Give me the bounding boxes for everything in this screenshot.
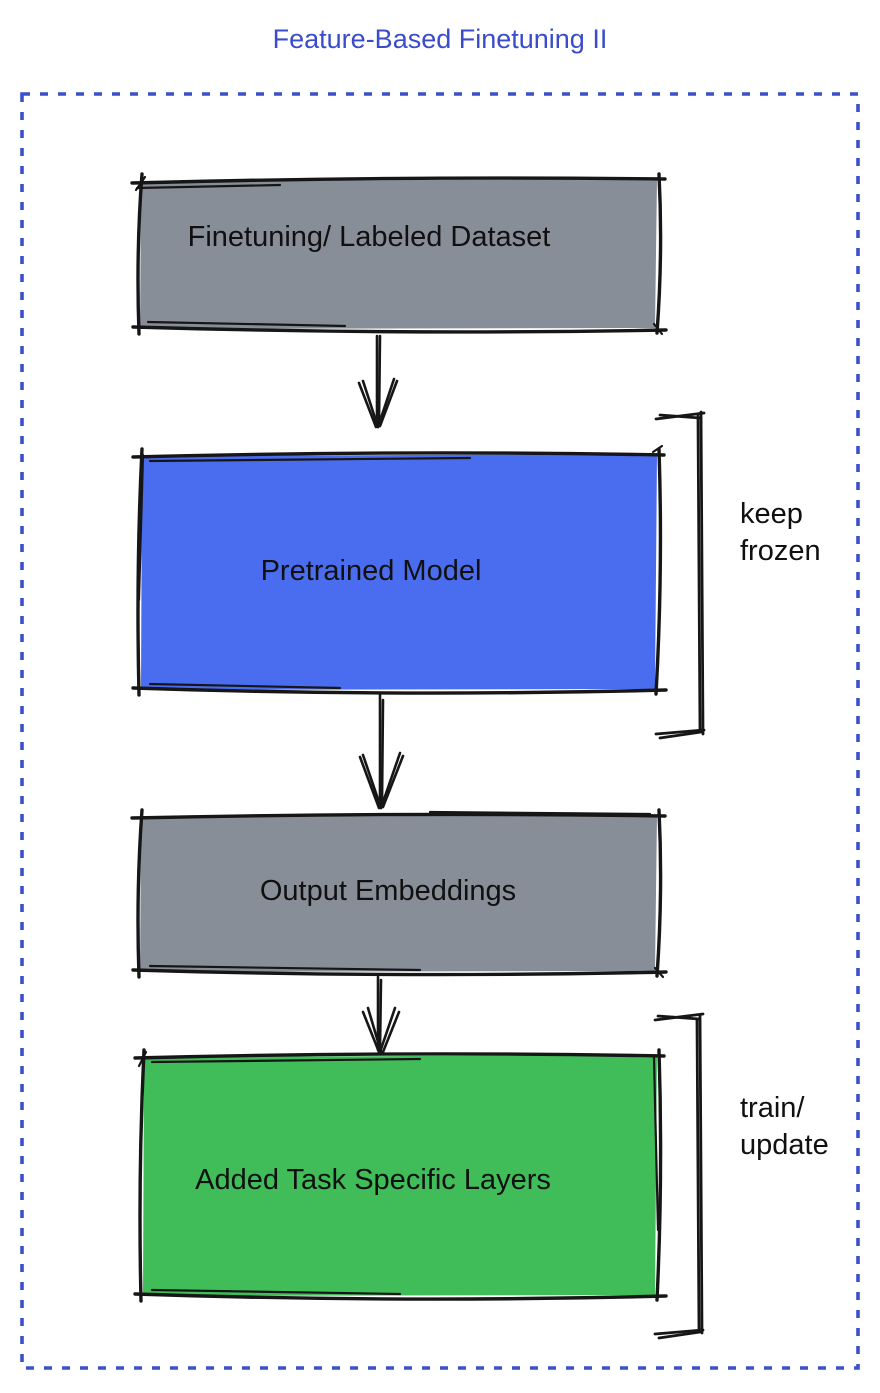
arrow-pretrained-to-embeddings	[358, 693, 405, 810]
dashed-frame	[20, 92, 860, 1370]
node-finetuning-dataset	[130, 172, 668, 336]
annotation-keep-frozen: keep frozen	[740, 498, 821, 567]
arrow-dataset-to-pretrained	[357, 334, 399, 429]
diagram-title: Feature-Based Finetuning II	[272, 24, 608, 54]
annotation-train-update: train/ update	[740, 1092, 829, 1161]
node-output-embeddings	[130, 808, 668, 979]
bracket-train-update	[653, 1012, 705, 1340]
arrow-embeddings-to-layers	[361, 975, 401, 1054]
node-pretrained-model	[131, 444, 668, 697]
node-task-specific-layers	[133, 1048, 668, 1303]
bracket-keep-frozen	[654, 410, 706, 740]
